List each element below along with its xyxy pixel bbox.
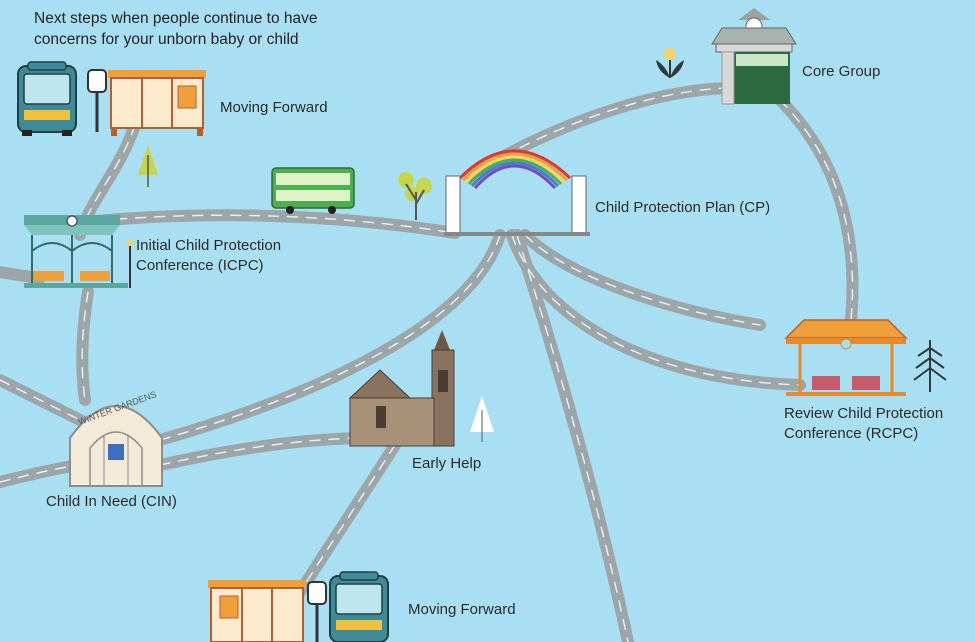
stop-label-rcpc-line-1: Review Child Protection (784, 405, 944, 422)
tree-icon (398, 172, 432, 220)
road-cin-to-early-help (154, 432, 376, 471)
lamp-post-icon (126, 239, 134, 288)
bus-shelter-icon (108, 70, 206, 136)
road-icpc-to-cin (76, 286, 94, 406)
stop-label-icpc[interactable]: Initial Child Protection Conference (ICP… (136, 236, 281, 276)
church-icon (348, 330, 455, 447)
intro-line-1: Next steps when people continue to have (34, 10, 318, 27)
stop-label-core-group[interactable]: Core Group (802, 63, 881, 80)
bandstand-icon (24, 215, 128, 288)
intro-line-2: concerns for your unborn baby or child (34, 31, 299, 48)
stop-label-icpc-line-2: Conference (ICPC) (136, 257, 264, 274)
fir-tree-icon (913, 340, 947, 392)
road-cin-west-low (0, 459, 84, 488)
tree-icon (470, 396, 494, 442)
roads (0, 81, 859, 642)
pavilion-icon (711, 8, 797, 105)
road-core-to-rcpc (774, 94, 859, 336)
stop-label-early-help[interactable]: Early Help (412, 455, 482, 472)
bus-icon (17, 61, 77, 136)
stop-label-moving-forward-top[interactable]: Moving Forward (220, 99, 328, 116)
bus-stop-sign-icon (87, 69, 107, 132)
intro-text: Next steps when people continue to have … (34, 8, 318, 50)
tree-icon (138, 145, 158, 187)
stop-label-cin[interactable]: Child In Need (CIN) (46, 493, 177, 510)
road-hub-to-south (511, 229, 634, 642)
stop-label-rcpc-line-2: Conference (RCPC) (784, 425, 919, 442)
bus-icon (329, 571, 389, 642)
flower-icon (656, 48, 684, 78)
rainbow-arch-icon (444, 149, 590, 236)
winter-gardens-icon (69, 405, 163, 487)
stop-label-moving-forward-bottom[interactable]: Moving Forward (408, 601, 516, 618)
stop-label-icpc-line-1: Initial Child Protection (136, 237, 282, 254)
shelter-icon (784, 319, 908, 396)
tram-icon (271, 167, 355, 214)
bus-shelter-icon (208, 580, 306, 642)
bus-stop-sign-icon (307, 581, 327, 642)
stop-label-rcpc[interactable]: Review Child Protection Conference (RCPC… (784, 404, 943, 444)
stop-label-cp-plan[interactable]: Child Protection Plan (CP) (595, 199, 771, 216)
